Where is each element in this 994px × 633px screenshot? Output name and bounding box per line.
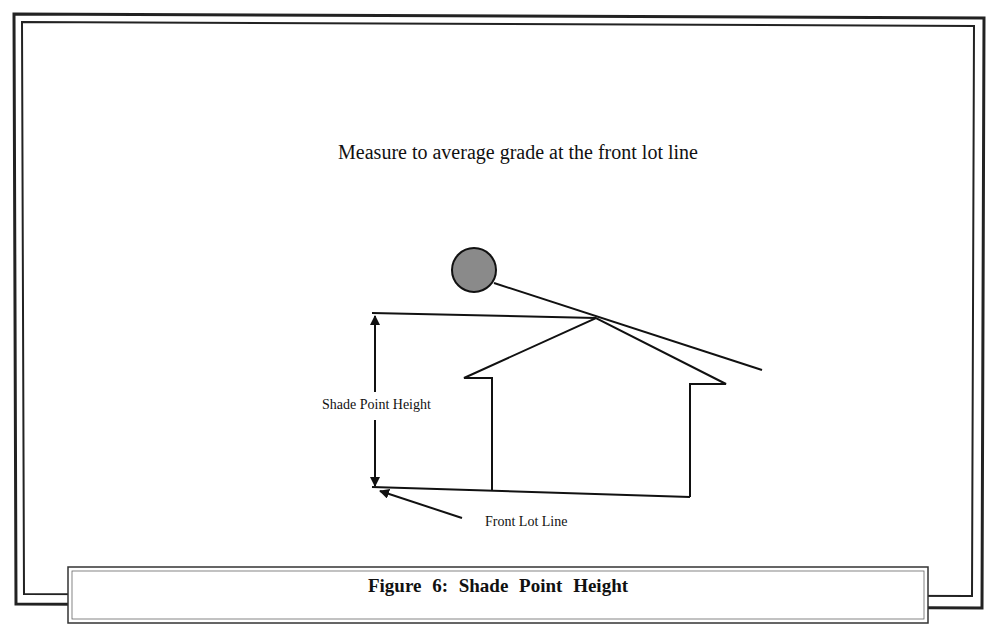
caption-box <box>68 567 928 623</box>
frame-outer <box>14 14 984 608</box>
dimension-arrow <box>374 420 376 486</box>
dimension-label: Shade Point Height <box>320 396 433 415</box>
frame-inner <box>22 22 974 596</box>
caption-box-inner <box>72 571 924 619</box>
note-text: Measure to average grade at the front lo… <box>338 140 698 164</box>
sun <box>452 248 496 292</box>
dimension-arrow <box>374 316 376 392</box>
sun-ray <box>494 283 762 370</box>
leader-line <box>380 491 462 518</box>
figure-caption: Figure 6: Shade Point Height <box>368 575 628 598</box>
ground-line <box>372 487 690 497</box>
shade-line <box>372 313 596 318</box>
leader-label: Front Lot Line <box>485 514 567 531</box>
house <box>464 318 726 497</box>
